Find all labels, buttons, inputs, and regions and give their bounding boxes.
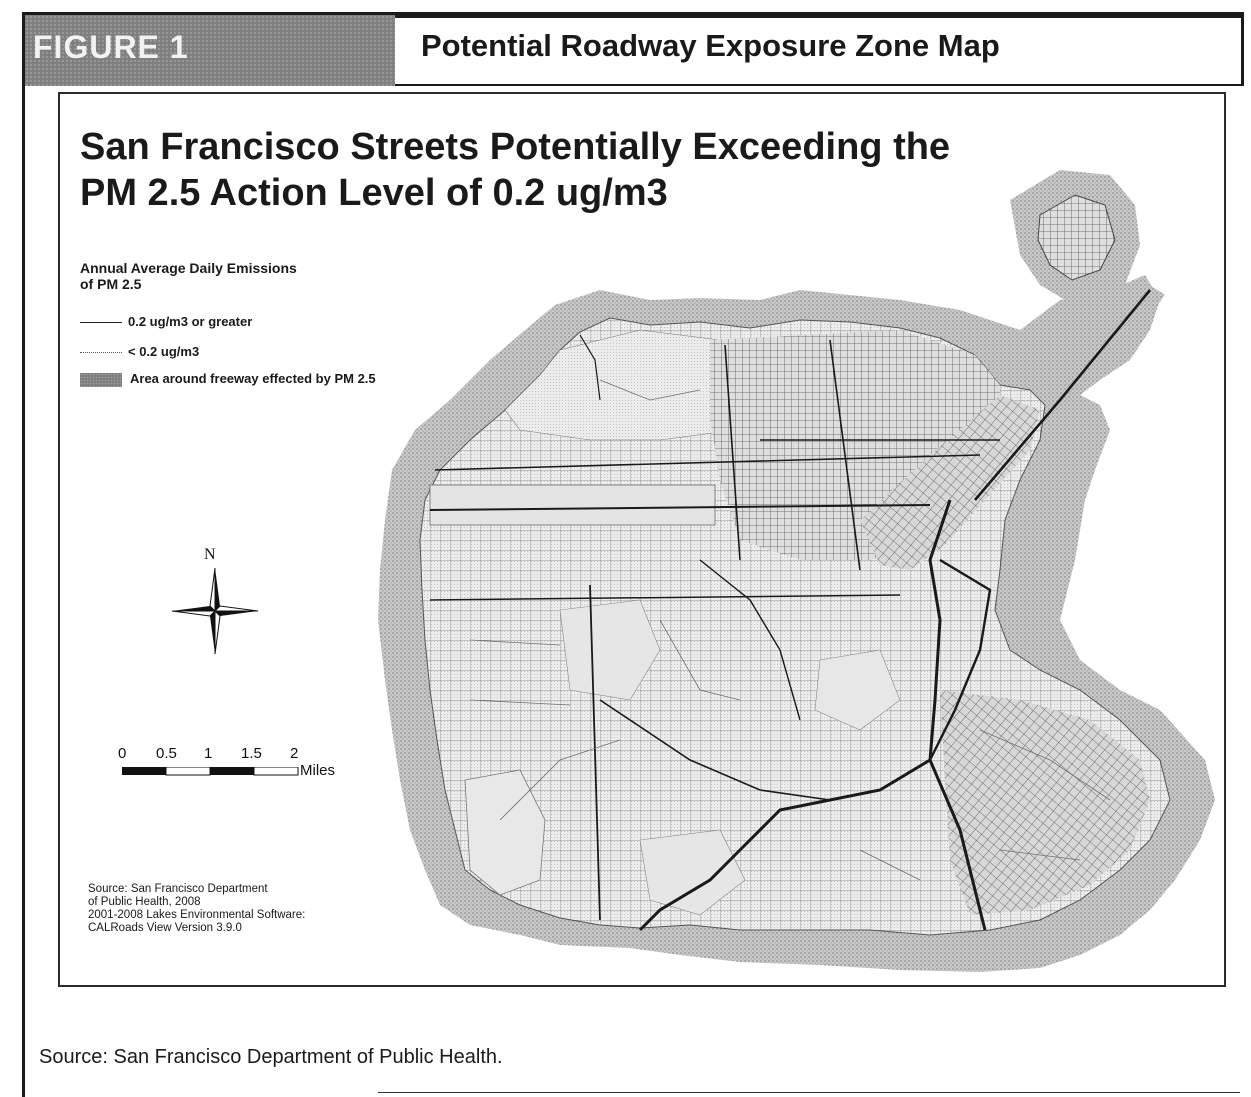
scale-tick-label: 1 <box>204 745 213 762</box>
figure-label: FIGURE 1 <box>33 29 189 65</box>
figure-title: Potential Roadway Exposure Zone Map <box>421 28 1000 63</box>
scale-unit-label: Miles <box>300 762 336 779</box>
legend-item-major-road: 0.2 ug/m3 or greater <box>80 314 252 332</box>
solid-line-symbol <box>80 322 122 324</box>
source-line: 2001-2008 Lakes Environmental Software: <box>88 909 306 921</box>
north-label: N <box>204 546 216 563</box>
map-title-line2: PM 2.5 Action Level of 0.2 ug/m3 <box>80 172 668 214</box>
scale-bar <box>122 767 299 776</box>
scale-tick-label: 2 <box>290 745 299 762</box>
legend-title: Annual Average Daily Emissions of PM 2.5 <box>80 260 400 292</box>
minor-roads <box>469 379 1111 881</box>
scale-tick-label: 0.5 <box>156 745 177 762</box>
scale-tick-label: 1.5 <box>241 745 262 762</box>
legend-item-label: < 0.2 ug/m3 <box>128 344 200 359</box>
thin-line-symbol <box>80 352 122 354</box>
map-title: San Francisco Streets Potentially Exceed… <box>80 124 1020 216</box>
gray-fill-symbol <box>80 372 122 387</box>
scale-tick-label: 0 <box>118 745 127 762</box>
figure-title-box: Potential Roadway Exposure Zone Map <box>395 15 1244 86</box>
figure-frame <box>22 12 1244 1097</box>
legend-item-label: Area around freeway effected by PM 2.5 <box>130 371 376 386</box>
major-roads <box>429 289 1152 932</box>
legend-item-label: 0.2 ug/m3 or greater <box>128 314 253 329</box>
legend-title-line1: Annual Average Daily Emissions <box>80 260 297 276</box>
figure-source: Source: San Francisco Department of Publ… <box>39 1046 503 1068</box>
source-line: CALRoads View Version 3.9.0 <box>88 922 242 934</box>
map-title-line1: San Francisco Streets Potentially Exceed… <box>80 126 951 168</box>
map-source-note: Source: San Francisco Department of Publ… <box>88 883 388 935</box>
source-line: Source: San Francisco Department <box>88 883 268 895</box>
source-line: of Public Health, 2008 <box>88 896 201 908</box>
compass-rose-icon <box>171 567 259 655</box>
legend-title-line2: of PM 2.5 <box>80 276 142 292</box>
city-land <box>419 194 1171 936</box>
figure-label-box: FIGURE 1 <box>25 15 395 86</box>
legend-item-freeway-zone: Area around freeway effected by PM 2.5 <box>80 371 376 389</box>
legend-item-minor-road: < 0.2 ug/m3 <box>80 344 199 362</box>
bottom-divider <box>378 1092 1240 1093</box>
